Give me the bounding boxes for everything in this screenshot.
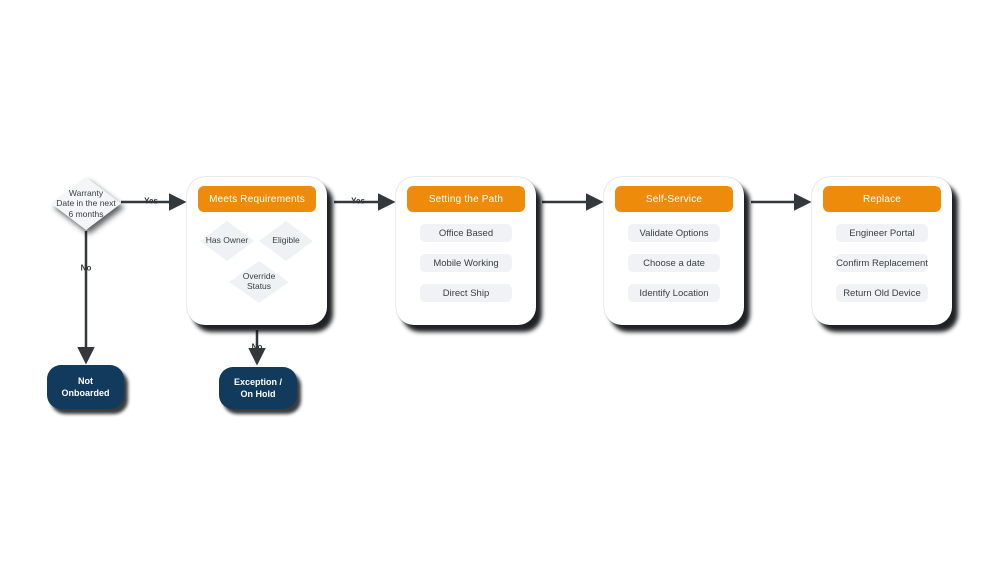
pill-label: Direct Ship [442, 287, 490, 299]
card-header-setting-the-path: Setting the Path [407, 186, 525, 212]
pill-office-based[interactable]: Office Based [420, 224, 512, 242]
node-override-status-label: Override Status [242, 271, 276, 291]
terminal-exception-on-hold[interactable]: Exception / On Hold [219, 367, 297, 409]
card-title: Meets Requirements [209, 193, 305, 205]
card-header-meets-requirements: Meets Requirements [198, 186, 316, 212]
card-meets-requirements[interactable]: Meets Requirements Has Owner Eligible Ov… [187, 177, 327, 325]
pill-label: Return Old Device [843, 287, 921, 299]
pill-label: Choose a date [643, 257, 705, 269]
edge-label-no-1: No [80, 263, 92, 273]
card-self-service[interactable]: Self-Service Validate Options Choose a d… [604, 177, 744, 325]
edge-label-yes-1: Yes [144, 196, 158, 206]
node-eligible[interactable]: Eligible [259, 221, 313, 261]
pill-label: Identify Location [639, 287, 709, 299]
edge-label-no-2: No [251, 342, 263, 352]
decision-label: Warranty Date in the next 6 months [56, 188, 116, 219]
card-replace[interactable]: Replace Engineer Portal Confirm Replacem… [812, 177, 952, 325]
card-title: Self-Service [645, 193, 703, 205]
pill-label: Engineer Portal [849, 227, 915, 239]
node-has-owner-label: Has Owner [205, 235, 249, 246]
node-override-status[interactable]: Override Status [229, 261, 289, 303]
pill-label: Office Based [438, 227, 494, 239]
terminal-label: Exception / On Hold [233, 376, 282, 399]
pill-return-old-device[interactable]: Return Old Device [836, 284, 928, 302]
pill-confirm-replacement[interactable]: Confirm Replacement [836, 254, 928, 272]
node-has-owner[interactable]: Has Owner [200, 221, 254, 261]
card-header-replace: Replace [823, 186, 941, 212]
pill-direct-ship[interactable]: Direct Ship [420, 284, 512, 302]
pill-label: Mobile Working [433, 257, 499, 269]
pill-label: Confirm Replacement [836, 257, 928, 269]
decision-warranty-date[interactable]: Warranty Date in the next 6 months [51, 177, 121, 230]
decision-shape: Warranty Date in the next 6 months [51, 177, 121, 230]
pill-label: Validate Options [639, 227, 709, 239]
pill-identify-location[interactable]: Identify Location [628, 284, 720, 302]
card-title: Replace [862, 193, 902, 205]
terminal-label: Not Onboarded [61, 375, 110, 398]
pill-engineer-portal[interactable]: Engineer Portal [836, 224, 928, 242]
pill-validate-options[interactable]: Validate Options [628, 224, 720, 242]
card-header-self-service: Self-Service [615, 186, 733, 212]
card-setting-the-path[interactable]: Setting the Path Office Based Mobile Wor… [396, 177, 536, 325]
pill-choose-a-date[interactable]: Choose a date [628, 254, 720, 272]
node-eligible-label: Eligible [272, 235, 300, 246]
card-title: Setting the Path [428, 193, 504, 205]
terminal-not-onboarded[interactable]: Not Onboarded [47, 365, 124, 409]
pill-mobile-working[interactable]: Mobile Working [420, 254, 512, 272]
edge-label-yes-2: Yes [351, 196, 365, 206]
